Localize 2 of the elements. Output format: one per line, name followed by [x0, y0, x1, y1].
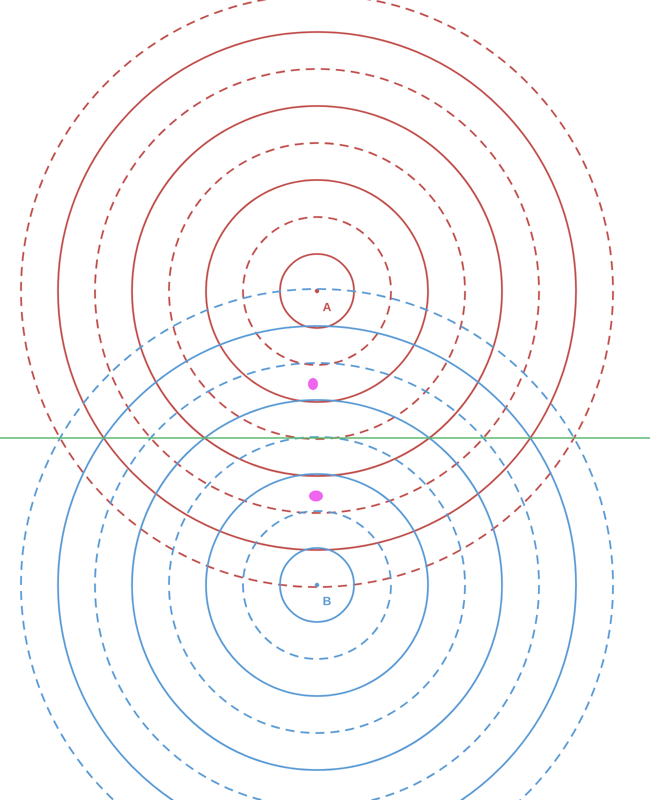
source-label: B	[323, 596, 331, 606]
source-label: A	[322, 302, 332, 312]
